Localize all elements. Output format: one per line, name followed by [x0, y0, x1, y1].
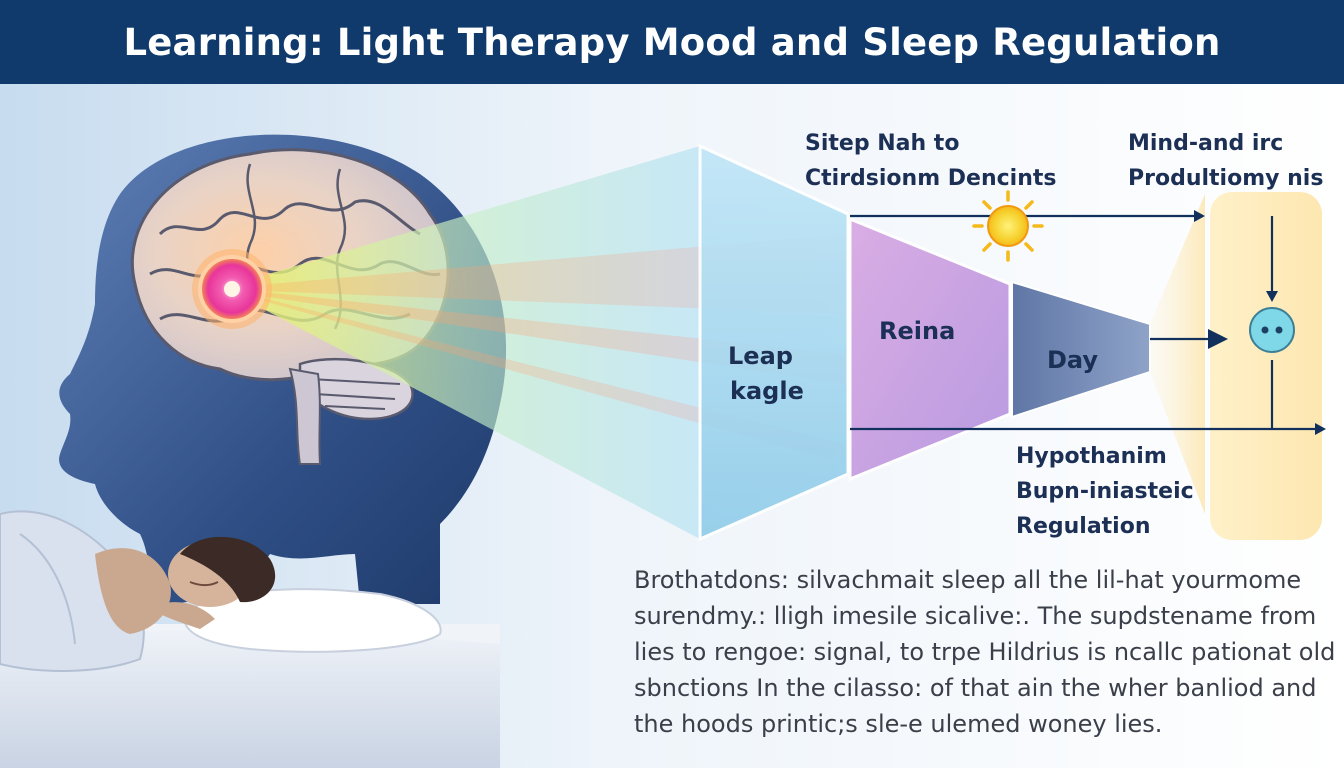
description-line: surendmy.: lligh imesile sicalive:. The …	[634, 602, 1317, 630]
description-line: sbnctions In the cilasso: of that ain th…	[634, 674, 1317, 702]
arrow-head-bottom	[1315, 423, 1326, 435]
top-right-label-2: Produltiomy nis	[1128, 166, 1324, 191]
light-spot-icon	[192, 249, 272, 329]
output-panel	[1210, 192, 1322, 540]
light-ray-3	[235, 291, 845, 464]
indicator-icon	[1249, 307, 1295, 353]
light-ray-1	[235, 234, 845, 314]
bottom-label-2: Bupn-iniasteic	[1016, 479, 1194, 504]
description-line: the hoods printic;s sle-e ulemed woney l…	[634, 710, 1163, 738]
bottom-label-1: Hypothanim	[1016, 444, 1167, 469]
sun-icon	[972, 190, 1044, 262]
stage-label-day: Day	[1047, 346, 1099, 374]
output-funnel	[1150, 194, 1205, 514]
description-text: Brothatdons: silvachmait sleep all the l…	[634, 562, 1336, 742]
stage-panel-leap	[698, 143, 850, 542]
title-bar: Learning: Light Therapy Mood and Sleep R…	[0, 0, 1344, 84]
arrow-head-down	[1266, 291, 1278, 302]
arrow-head-top	[1194, 210, 1205, 222]
description-line: Brothatdons: silvachmait sleep all the l…	[634, 566, 1302, 594]
light-ray-2	[235, 289, 845, 384]
stage-label-retina: Reina	[879, 317, 956, 345]
stage-label-leap-1: Leap	[728, 342, 793, 370]
stage-panel-retina	[848, 216, 1012, 482]
stage-label-leap-2: kagle	[730, 377, 804, 405]
sleeping-person-illustration	[0, 510, 500, 768]
top-left-label-1: Sitep Nah to	[805, 131, 960, 156]
diagram-graphic	[0, 84, 1344, 768]
top-left-label-2: Ctirdsionm Dencints	[805, 166, 1057, 191]
description-line: lies to rengoe: signal, to trpe Hildrius…	[634, 638, 1336, 666]
page-title: Learning: Light Therapy Mood and Sleep R…	[123, 20, 1221, 64]
arrow-head-main	[1208, 329, 1228, 349]
bottom-label-3: Regulation	[1016, 514, 1151, 539]
light-beam-main	[235, 146, 700, 539]
diagram-canvas: Leap kagle Reina Day Sitep Nah to Ctirds…	[0, 84, 1344, 768]
top-right-label-1: Mind-and irc	[1128, 131, 1284, 156]
